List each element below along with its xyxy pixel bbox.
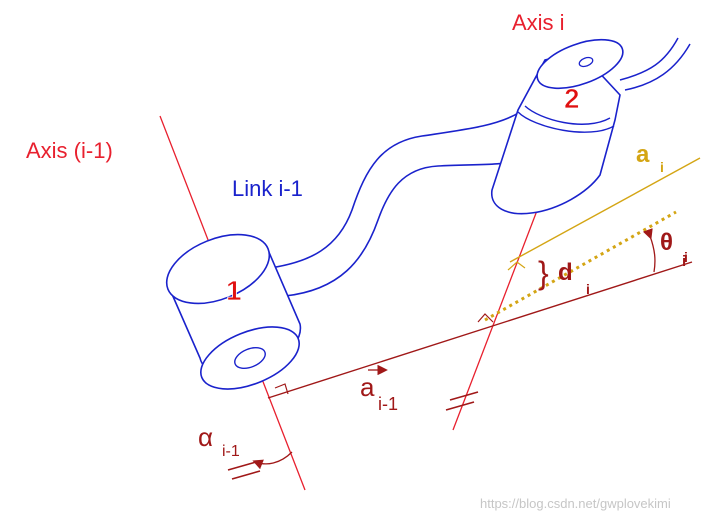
right-angle-marker-1	[274, 383, 289, 395]
right-angle-marker-2	[477, 313, 494, 323]
parallel-marks-axis-i	[445, 391, 479, 411]
theta-arc	[642, 228, 656, 273]
a-next-label: a	[636, 141, 650, 168]
theta-label: θ	[660, 229, 673, 256]
a-prev-label: a	[360, 372, 375, 402]
dotted-projection	[484, 210, 677, 322]
a-next-subscript: i	[660, 159, 664, 175]
right-angle-marker-3	[507, 261, 526, 271]
theta-subscript: i	[684, 249, 688, 265]
joint-1-cylinder	[165, 233, 302, 390]
axis-i-label: Axis i	[512, 10, 565, 35]
joint-1-label: 1	[226, 275, 242, 306]
alpha-subscript: i-1	[222, 443, 240, 460]
joint-2-cylinder	[490, 37, 691, 215]
alpha-arc	[252, 451, 293, 470]
link-label: Link i-1	[232, 176, 303, 201]
watermark-text: https://blog.csdn.net/gwplovekimi	[480, 496, 671, 511]
x-end-label: i	[682, 253, 686, 270]
d-brace: }	[538, 255, 549, 291]
parallel-marks-alpha	[227, 461, 261, 480]
d-label: d	[558, 259, 573, 286]
d-subscript: i	[586, 281, 590, 297]
joint-2-label: 2	[564, 83, 580, 114]
axis-prev-label: Axis (i-1)	[26, 138, 113, 163]
alpha-label: α	[198, 422, 213, 452]
a-prev-subscript: i-1	[378, 394, 398, 414]
common-normal-next	[509, 157, 701, 263]
link-body	[268, 110, 526, 297]
common-normal-prev	[267, 261, 693, 399]
